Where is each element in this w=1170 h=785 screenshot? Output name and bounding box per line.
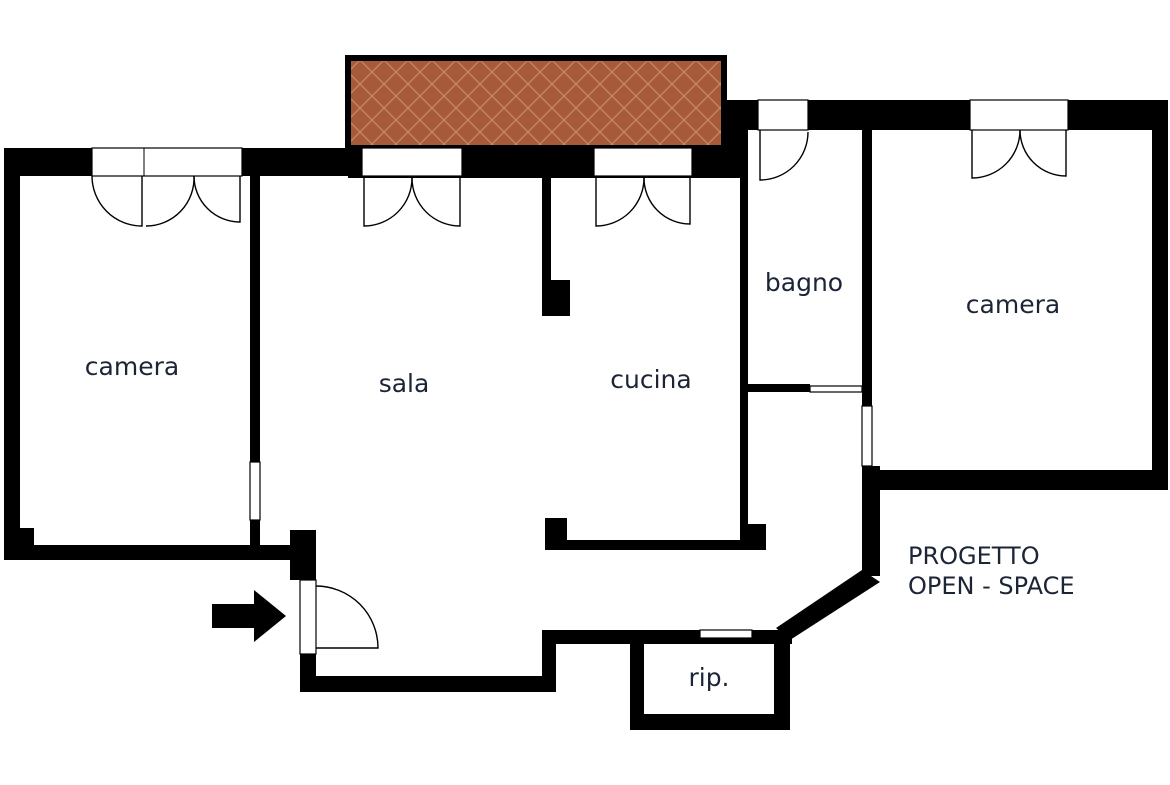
label-camera-left: camera xyxy=(85,352,179,381)
label-sala: sala xyxy=(379,369,430,398)
label-bagno: bagno xyxy=(765,268,843,297)
arrow-right-icon xyxy=(212,590,286,642)
label-ripostiglio: rip. xyxy=(688,663,729,692)
doors xyxy=(91,129,1067,649)
label-camera-right: camera xyxy=(966,290,1060,319)
label-cucina: cucina xyxy=(610,365,691,394)
walls xyxy=(4,100,1168,730)
note-line-2: OPEN - SPACE xyxy=(908,572,1075,600)
note-line-1: PROGETTO xyxy=(908,542,1040,570)
terrace xyxy=(345,55,727,151)
windows xyxy=(91,99,1069,655)
project-note: PROGETTO OPEN - SPACE xyxy=(908,541,1075,601)
